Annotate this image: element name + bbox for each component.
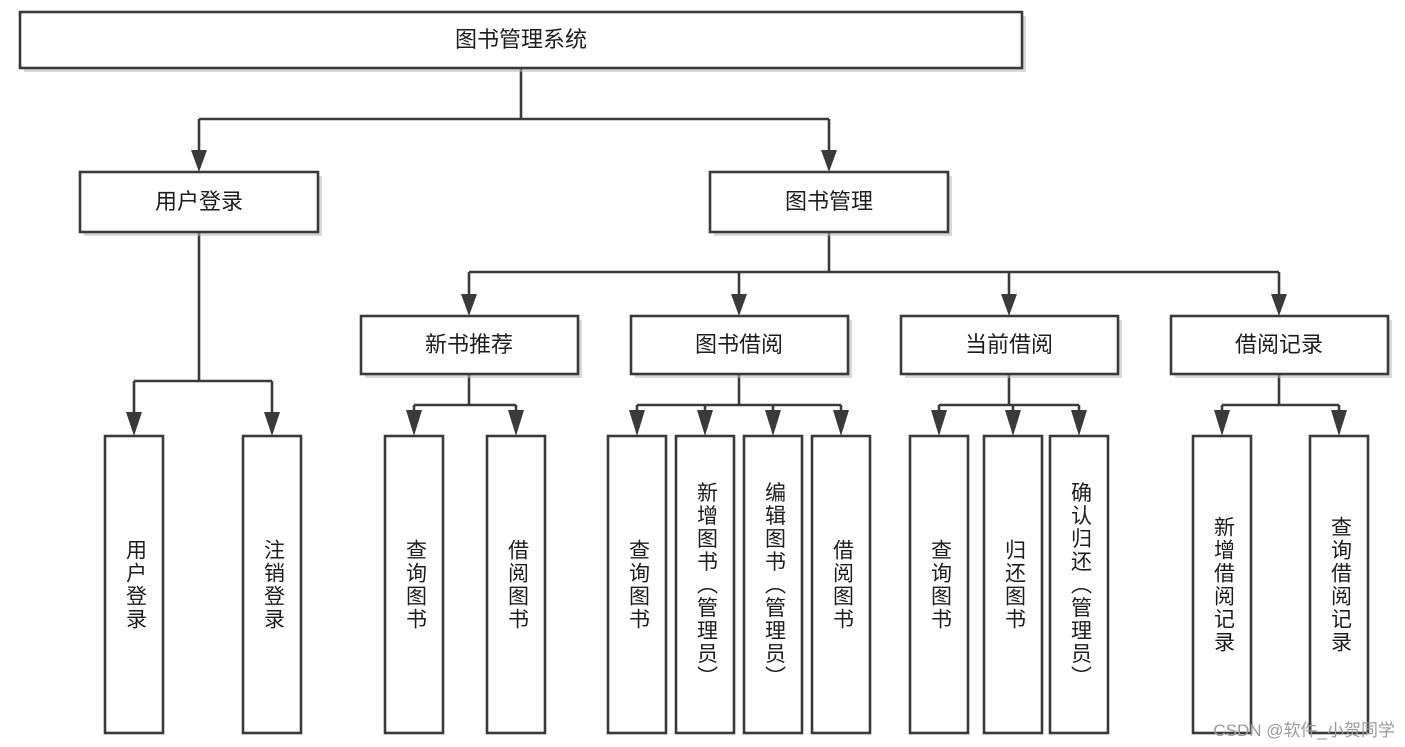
leaf-logout-login-box[interactable] <box>241 434 303 735</box>
node-new-book-recommend-box[interactable] <box>359 314 580 376</box>
node-borrow-record-box[interactable] <box>1169 314 1390 376</box>
node-book-management[interactable]: 图书管理 <box>708 170 952 236</box>
node-current-borrow-label: 当前借阅 <box>965 332 1053 357</box>
node-title-box[interactable] <box>18 10 1024 70</box>
connector-layer <box>126 68 1347 436</box>
arrow-to-leaf-edit-book-admin <box>765 410 781 436</box>
arrow-to-book-management <box>821 150 837 172</box>
leaf-borrow-book-rec[interactable]: 借阅图书 <box>485 434 547 735</box>
leaf-add-borrow-record-box[interactable] <box>1191 434 1253 735</box>
node-title-label: 图书管理系统 <box>455 27 587 52</box>
arrow-to-leaf-logout-login <box>264 412 280 436</box>
arrow-to-new-book-recommend <box>461 294 477 316</box>
leaf-user-login-box[interactable] <box>103 434 165 735</box>
leaf-query-book-rec-box[interactable] <box>383 434 445 735</box>
node-current-borrow-box[interactable] <box>899 314 1120 376</box>
arrow-to-leaf-add-book-admin <box>697 410 713 436</box>
arrow-to-book-borrow <box>731 294 747 316</box>
node-book-management-label: 图书管理 <box>785 189 873 214</box>
leaf-query-borrow-record-label: 查询借阅记录 <box>1328 516 1352 654</box>
leaf-edit-book-admin-label: 编辑图书（管理员） <box>762 482 786 689</box>
leaf-add-book-admin-box[interactable] <box>674 434 736 735</box>
leaf-borrow-book-rec-box[interactable] <box>485 434 547 735</box>
leaf-query-borrow-record-box[interactable] <box>1308 434 1370 735</box>
node-title[interactable]: 图书管理系统 <box>18 10 1026 72</box>
arrow-to-leaf-query-book-current <box>931 410 947 436</box>
arrow-to-borrow-record <box>1271 294 1287 316</box>
leaf-return-book-label: 归还图书 <box>1002 539 1026 631</box>
leaf-logout-login-label: 注销登录 <box>261 539 285 631</box>
arrow-to-leaf-borrow-book-rec <box>508 410 524 436</box>
leaf-query-book-borrow-label: 查询图书 <box>626 539 650 631</box>
arrow-to-leaf-return-book <box>1005 410 1021 436</box>
leaf-user-login[interactable]: 用户登录 <box>103 434 165 735</box>
node-user-login-label: 用户登录 <box>155 189 243 214</box>
leaf-add-borrow-record[interactable]: 新增借阅记录 <box>1191 434 1253 735</box>
csdn-watermark: CSDN @软件_小贺同学 <box>1213 721 1395 740</box>
node-book-management-box[interactable] <box>708 170 950 234</box>
leaf-confirm-return-admin-box[interactable] <box>1048 434 1110 735</box>
leaf-user-login-label: 用户登录 <box>123 539 147 631</box>
leaf-borrow-book-box[interactable] <box>810 434 872 735</box>
leaf-confirm-return-admin[interactable]: 确认归还（管理员） <box>1048 434 1110 735</box>
arrow-to-user-login <box>191 150 207 172</box>
leaf-borrow-book-label: 借阅图书 <box>830 539 854 631</box>
leaf-query-book-rec[interactable]: 查询图书 <box>383 434 445 735</box>
leaf-query-book-current-box[interactable] <box>908 434 970 735</box>
leaf-query-book-borrow-box[interactable] <box>606 434 668 735</box>
arrow-to-leaf-query-book-borrow <box>629 410 645 436</box>
leaf-query-book-borrow[interactable]: 查询图书 <box>606 434 668 735</box>
arrow-to-leaf-query-borrow-record <box>1331 410 1347 436</box>
leaf-edit-book-admin[interactable]: 编辑图书（管理员） <box>742 434 804 735</box>
node-book-borrow-label: 图书借阅 <box>695 332 783 357</box>
leaf-add-borrow-record-label: 新增借阅记录 <box>1211 516 1235 654</box>
node-current-borrow[interactable]: 当前借阅 <box>899 314 1122 378</box>
leaf-query-book-current-label: 查询图书 <box>928 539 952 631</box>
leaf-add-book-admin-label: 新增图书（管理员） <box>694 482 718 689</box>
node-user-login-box[interactable] <box>78 170 320 234</box>
leaf-borrow-book-rec-label: 借阅图书 <box>505 539 529 631</box>
leaf-borrow-book[interactable]: 借阅图书 <box>810 434 872 735</box>
leaf-return-book-box[interactable] <box>982 434 1044 735</box>
node-new-book-recommend-label: 新书推荐 <box>425 332 513 357</box>
arrow-to-leaf-user-login <box>126 412 142 436</box>
leaf-query-borrow-record[interactable]: 查询借阅记录 <box>1308 434 1370 735</box>
arrow-to-leaf-borrow-book <box>833 410 849 436</box>
node-user-login[interactable]: 用户登录 <box>78 170 322 236</box>
leaf-edit-book-admin-box[interactable] <box>742 434 804 735</box>
node-book-borrow[interactable]: 图书借阅 <box>629 314 852 378</box>
node-new-book-recommend[interactable]: 新书推荐 <box>359 314 582 378</box>
leaf-add-book-admin[interactable]: 新增图书（管理员） <box>674 434 736 735</box>
arrow-to-leaf-confirm-return-admin <box>1071 410 1087 436</box>
leaf-query-book-rec-label: 查询图书 <box>403 539 427 631</box>
arrow-to-leaf-add-borrow-record <box>1214 410 1230 436</box>
node-borrow-record-label: 借阅记录 <box>1235 332 1323 357</box>
leaf-query-book-current[interactable]: 查询图书 <box>908 434 970 735</box>
node-book-borrow-box[interactable] <box>629 314 850 376</box>
leaf-return-book[interactable]: 归还图书 <box>982 434 1044 735</box>
node-borrow-record[interactable]: 借阅记录 <box>1169 314 1392 378</box>
leaf-confirm-return-admin-label: 确认归还（管理员） <box>1068 482 1092 689</box>
arrow-to-current-borrow <box>1001 294 1017 316</box>
leaf-logout-login[interactable]: 注销登录 <box>241 434 303 735</box>
arrow-to-leaf-query-book-rec <box>406 410 422 436</box>
